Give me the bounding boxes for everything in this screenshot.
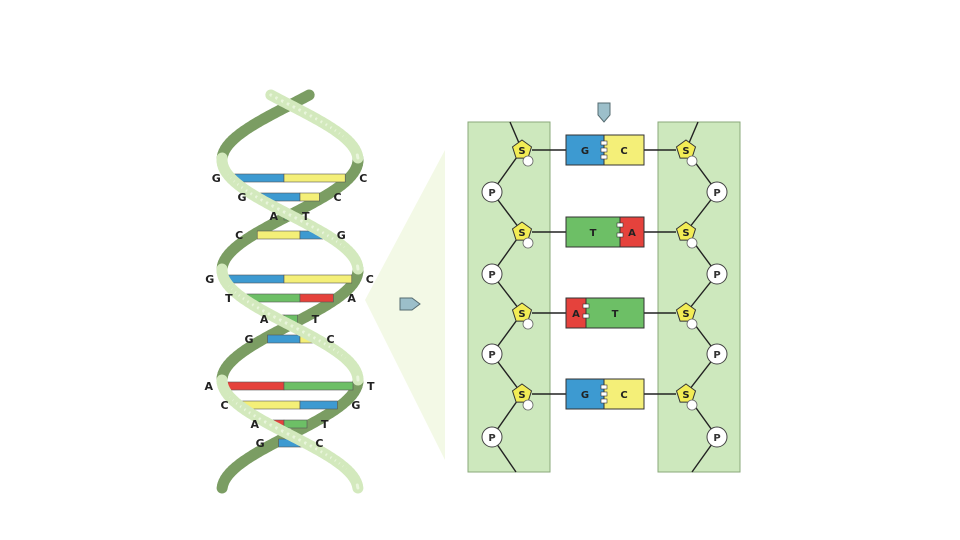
detail-base-label: A	[572, 309, 580, 320]
phosphate-label: P	[713, 270, 720, 281]
helix-rung-base	[227, 382, 284, 390]
sugar-label: S	[682, 146, 689, 157]
helix-strand-a-highlight	[357, 155, 358, 158]
helix-base-label: T	[367, 380, 375, 393]
helix-rung-base	[284, 382, 353, 390]
phosphate-label: P	[713, 188, 720, 199]
helix-base-label: C	[333, 191, 341, 204]
helix-rung-base	[284, 420, 307, 428]
helix-rung-base	[284, 174, 345, 182]
helix-base-label: T	[302, 210, 310, 223]
detail-base-label: C	[620, 390, 627, 401]
helix-strand-b-highlight	[357, 485, 358, 488]
helix-rung-base	[268, 335, 300, 343]
phosphate-label: P	[488, 433, 495, 444]
detail-base-label: G	[581, 390, 589, 401]
helix-base-label: A	[204, 380, 213, 393]
helix-base-label: T	[225, 292, 233, 305]
helix-base-label: C	[235, 229, 243, 242]
helix-base-label: G	[212, 172, 221, 185]
hydroxyl-node	[523, 319, 533, 329]
hydroxyl-node	[687, 400, 697, 410]
sugar-label: S	[518, 228, 525, 239]
detail-base-label: C	[620, 146, 627, 157]
base-pair-detail: S S P P S S P P S S P P S S P P G C T A A T G C	[468, 103, 740, 472]
helix-base-label: G	[244, 333, 253, 346]
helix-base-label: G	[205, 273, 214, 286]
sugar-label: S	[682, 228, 689, 239]
phosphate-label: P	[713, 350, 720, 361]
sugar-label: S	[682, 309, 689, 320]
helix-base-label: G	[238, 191, 247, 204]
detail-base-label: T	[590, 228, 597, 239]
hydrogen-bond-notch	[583, 314, 589, 318]
hydroxyl-node	[523, 156, 533, 166]
hydroxyl-node	[687, 156, 697, 166]
hydrogen-bond-notch	[601, 399, 607, 403]
helix-base-label: C	[221, 399, 229, 412]
hydrogen-bond-notch	[617, 233, 623, 237]
arrow-down-icon	[598, 103, 610, 122]
helix-rung-base	[300, 294, 333, 302]
helix-strand-a	[222, 485, 223, 488]
helix-rung-base	[300, 193, 319, 201]
hydrogen-bond-notch	[583, 304, 589, 308]
helix-base-label: G	[351, 399, 360, 412]
hydrogen-bond-notch	[601, 385, 607, 389]
sugar-label: S	[682, 390, 689, 401]
helix-rung-base	[257, 231, 300, 239]
helix-base-label: C	[326, 333, 334, 346]
hydrogen-bond-notch	[601, 141, 607, 145]
phosphate-label: P	[488, 350, 495, 361]
helix-base-label: G	[337, 229, 346, 242]
phosphate-label: P	[488, 188, 495, 199]
helix-base-label: A	[347, 292, 356, 305]
hydroxyl-node	[687, 238, 697, 248]
detail-base-label: G	[581, 146, 589, 157]
hydrogen-bond-notch	[601, 148, 607, 152]
hydrogen-bond-notch	[617, 223, 623, 227]
helix-rung-base	[228, 275, 284, 283]
sugar-label: S	[518, 309, 525, 320]
hydrogen-bond-notch	[601, 392, 607, 396]
helix-base-label: A	[260, 313, 269, 326]
detail-base-label: A	[628, 228, 636, 239]
hydroxyl-node	[523, 238, 533, 248]
helix-base-label: C	[359, 172, 367, 185]
hydrogen-bond-notch	[601, 155, 607, 159]
detail-base-label: T	[612, 309, 619, 320]
phosphate-label: P	[713, 433, 720, 444]
sugar-label: S	[518, 146, 525, 157]
helix-base-label: T	[312, 313, 320, 326]
helix-base-label: G	[256, 437, 265, 450]
helix-rung-base	[284, 275, 352, 283]
helix-base-label: A	[250, 418, 259, 431]
helix-rung-base	[300, 401, 337, 409]
hydroxyl-node	[687, 319, 697, 329]
helix-base-label: T	[321, 418, 329, 431]
phosphate-label: P	[488, 270, 495, 281]
helix-base-label: C	[315, 437, 323, 450]
helix-base-label: C	[366, 273, 374, 286]
sugar-label: S	[518, 390, 525, 401]
helix-base-label: A	[270, 210, 279, 223]
hydroxyl-node	[523, 400, 533, 410]
